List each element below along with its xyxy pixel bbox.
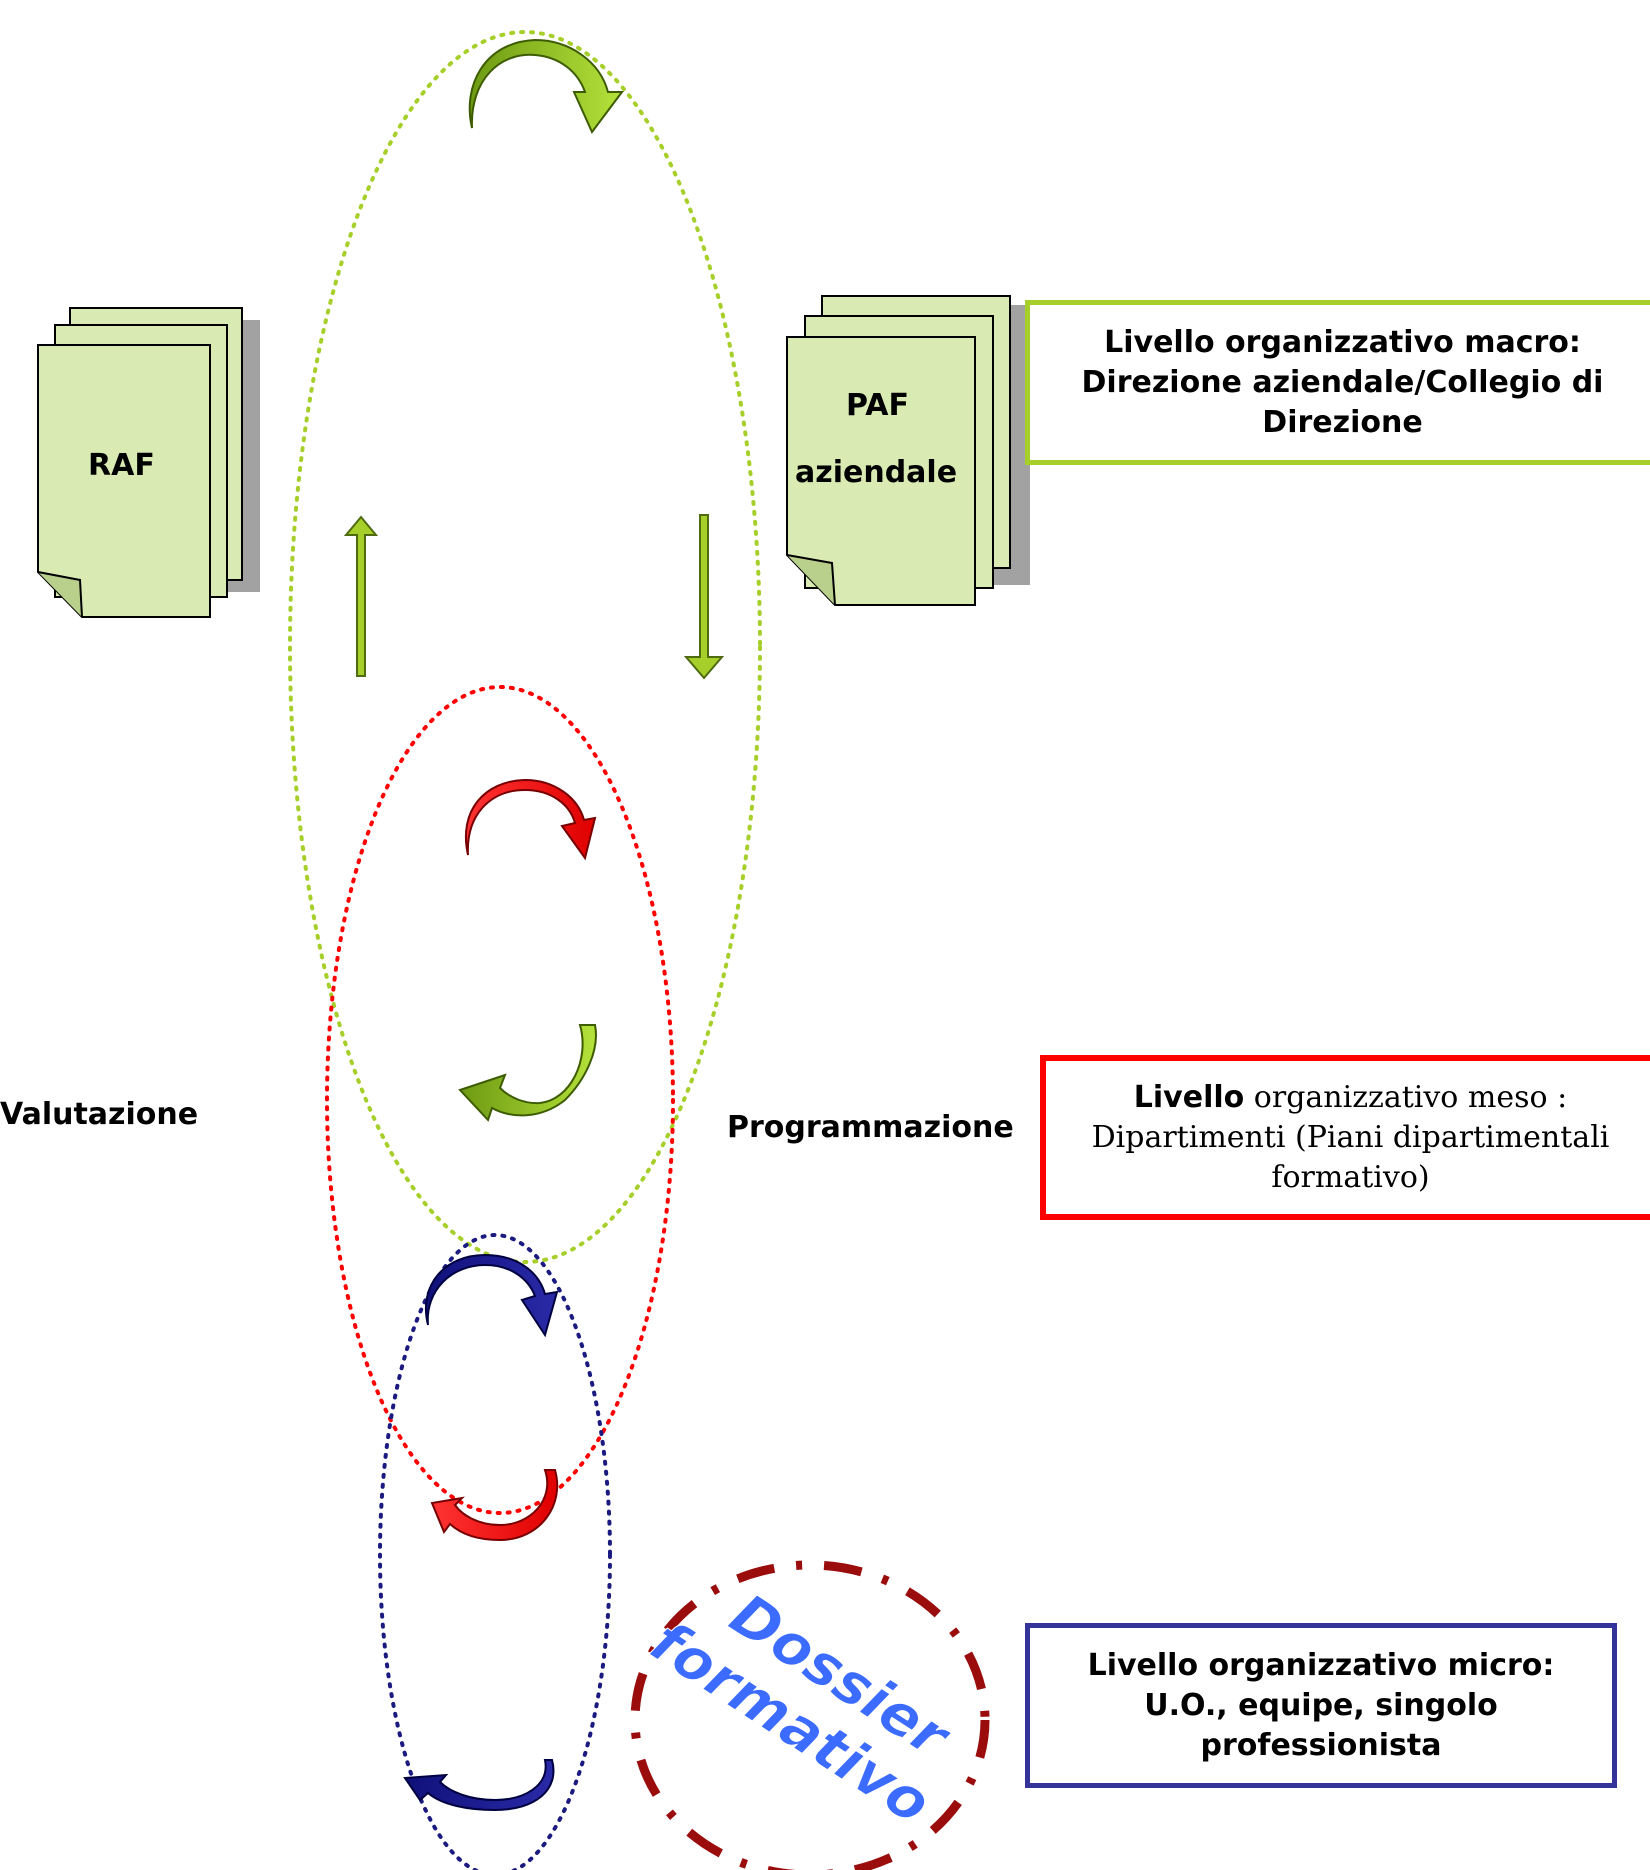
- meso-level-box: Livello organizzativo meso : Dipartiment…: [1040, 1055, 1650, 1220]
- paf-label-line1: PAF: [846, 388, 909, 423]
- macro-level-line1: Livello organizzativo macro:: [1104, 324, 1581, 360]
- macro-level-box: Livello organizzativo macro: Direzione a…: [1025, 300, 1650, 465]
- down-arrow-icon: [683, 514, 725, 680]
- blue-curved-arrow-bottom-icon: [403, 1759, 555, 1812]
- macro-cycle-ellipse: [288, 30, 762, 1264]
- raf-label: RAF: [88, 448, 155, 483]
- paf-label-line2: aziendale: [795, 455, 958, 490]
- red-curved-arrow-bottom-icon: [430, 1469, 559, 1542]
- valutazione-label: Valutazione: [0, 1097, 199, 1132]
- blue-curved-arrow-top-icon: [424, 1253, 559, 1338]
- meso-level-bold: Livello: [1133, 1079, 1245, 1115]
- micro-level-box: Livello organizzativo micro: U.O., equip…: [1025, 1623, 1617, 1788]
- meso-level-line2: Dipartimenti (Piani dipartimentali: [1091, 1119, 1610, 1155]
- green-curved-arrow-bottom-icon: [458, 1024, 597, 1122]
- micro-level-line2: U.O., equipe, singolo: [1144, 1687, 1498, 1723]
- micro-level-line3: professionista: [1200, 1727, 1442, 1763]
- meso-level-line1: organizzativo meso :: [1244, 1079, 1568, 1115]
- macro-level-line2: Direzione aziendale/Collegio di: [1081, 364, 1604, 400]
- raf-document-stack-icon: [37, 307, 260, 618]
- macro-level-line3: Direzione: [1262, 404, 1423, 440]
- meso-cycle-ellipse: [325, 685, 675, 1515]
- micro-cycle-ellipse: [378, 1233, 612, 1870]
- up-arrow-icon: [343, 515, 379, 677]
- dossier-stamp-ring: [630, 1560, 990, 1870]
- programmazione-label: Programmazione: [727, 1110, 1014, 1145]
- red-curved-arrow-top-icon: [464, 778, 597, 861]
- micro-level-line1: Livello organizzativo micro:: [1087, 1647, 1555, 1683]
- green-curved-arrow-top-icon: [468, 38, 624, 134]
- meso-level-line3: formativo): [1271, 1159, 1430, 1195]
- paf-document-stack-icon: [786, 295, 1030, 606]
